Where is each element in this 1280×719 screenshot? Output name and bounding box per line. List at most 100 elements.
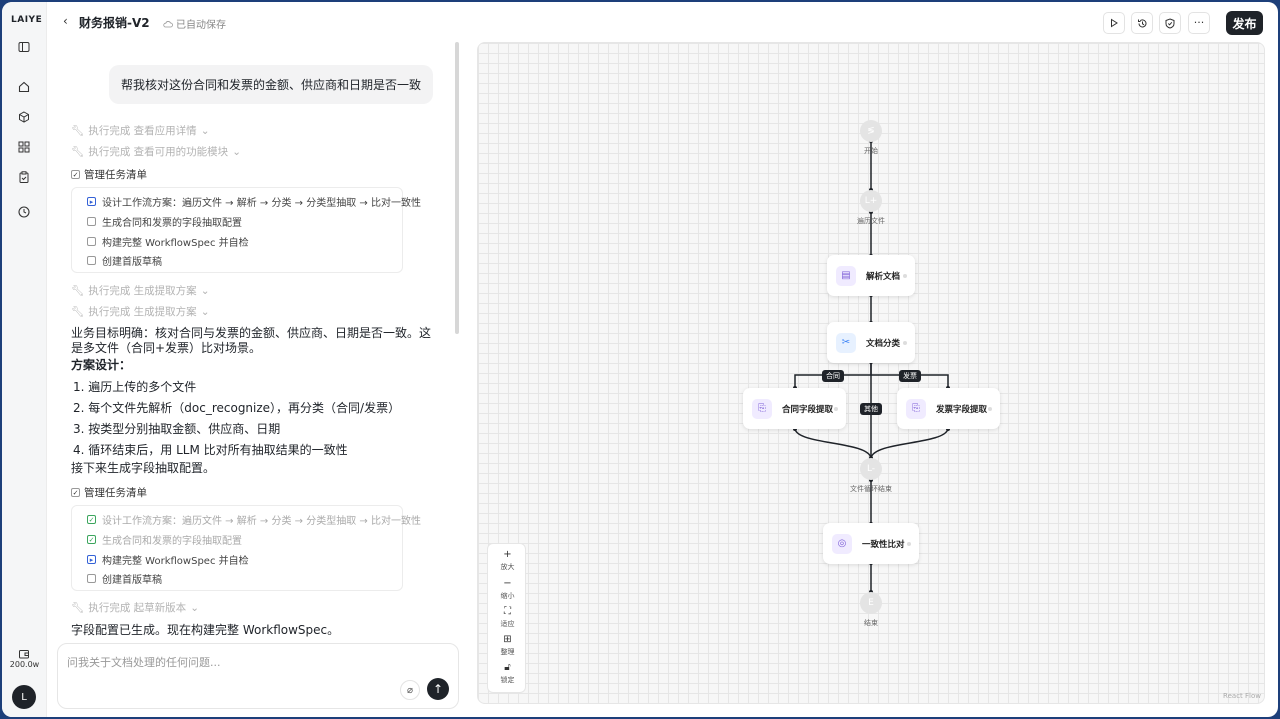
tool-call-label: 执行完成 起草新版本 (88, 602, 187, 614)
task-list: ▸ 设计工作流方案：遍历文件 → 解析 → 分类 → 分类型抽取 → 比对一致性… (71, 187, 421, 273)
node-handle[interactable] (903, 341, 907, 345)
loop-start-node[interactable]: L+ (860, 190, 882, 212)
task-label: 构建完整 WorkflowSpec 并自检 (102, 556, 249, 567)
send-button[interactable]: ↑ (427, 678, 449, 700)
loop-start-label: 遍历文件 (857, 217, 885, 225)
lock-button[interactable]: 🔓︎ 锁定 (488, 663, 527, 685)
zoom-out-button[interactable]: − 缩小 (488, 579, 527, 601)
lock-label: 锁定 (500, 676, 515, 684)
arrange-button[interactable]: ⊞ 整理 (488, 635, 527, 657)
task-list-title: 管理任务清单 (84, 169, 147, 181)
tool-call-item[interactable]: 🔧︎ 执行完成 生成提取方案 ⌄ (71, 304, 210, 319)
zoom-controls: + 放大 − 缩小 ⛶ 适应 ⊞ 整理 🔓︎ 锁定 (487, 543, 526, 693)
tool-call-item[interactable]: 🔧︎ 执行完成 起草新版本 ⌄ (71, 600, 199, 615)
checkbox-icon: ✓ (71, 170, 80, 179)
chevron-down-icon: ⌄ (200, 284, 210, 297)
contract-extract-node[interactable]: ⎘ 合同字段提取 (743, 388, 846, 429)
lock-icon: 🔓︎ (504, 662, 511, 673)
end-node[interactable]: E (860, 592, 882, 614)
task-item: ▸ 构建完整 WorkflowSpec 并自检 (87, 552, 249, 567)
chevron-down-icon: ⌄ (190, 601, 199, 614)
minus-icon: − (503, 578, 512, 589)
start-node-label: 开始 (864, 147, 878, 155)
clock-icon[interactable] (16, 204, 32, 220)
wrench-icon: 🔧︎ (71, 306, 85, 318)
loop-end-node[interactable]: L- (860, 458, 882, 480)
back-icon[interactable]: ‹ (63, 14, 68, 28)
home-icon[interactable] (16, 79, 32, 95)
node-label: 合同字段提取 (782, 404, 834, 415)
node-handle[interactable] (834, 407, 838, 411)
arrange-label: 整理 (500, 648, 515, 656)
chevron-down-icon: ⌄ (200, 305, 210, 318)
more-icon: ··· (1193, 16, 1205, 29)
tool-call-label: 执行完成 查看可用的功能模块 (88, 146, 229, 158)
history-icon (1137, 18, 1146, 27)
branch-tag-contract: 合同 (822, 370, 844, 382)
wallet-icon[interactable] (16, 646, 32, 662)
fit-view-button[interactable]: ⛶ 适应 (488, 607, 527, 629)
page-title: 财务报销-V2 (79, 16, 150, 30)
task-label: 构建完整 WorkflowSpec 并自检 (102, 238, 249, 249)
node-label: 发票字段提取 (936, 404, 988, 415)
left-rail: LAIYE 200.0w L (2, 2, 47, 717)
chevron-down-icon: ⌄ (232, 145, 241, 158)
workflow-canvas[interactable]: ≶ 开始 L+ 遍历文件 ▤ 解析文档 ✂ 文档分类 合同 发票 其他 ⎘ 合同… (477, 42, 1265, 704)
credits-balance: 200.0w (9, 660, 40, 669)
security-button[interactable] (1159, 12, 1181, 34)
node-handle[interactable] (907, 542, 911, 546)
assistant-next-text: 接下来生成字段抽取配置。 (71, 461, 216, 475)
node-handle[interactable] (903, 274, 907, 278)
autosave-status: 已自动保存 (163, 16, 226, 31)
end-node-label: 结束 (864, 619, 878, 627)
task-item: 生成合同和发票的字段抽取配置 (87, 214, 242, 229)
publish-button[interactable]: 发布 (1226, 11, 1263, 35)
checkbox-icon (87, 256, 96, 265)
task-item: 构建完整 WorkflowSpec 并自检 (87, 234, 249, 249)
avatar[interactable]: L (12, 685, 36, 709)
history-button[interactable] (1131, 12, 1153, 34)
cube-icon[interactable] (16, 109, 32, 125)
more-button[interactable]: ··· (1188, 12, 1210, 34)
task-item: ✓ 设计工作流方案：遍历文件 → 解析 → 分类 → 分类型抽取 → 比对一致性 (87, 512, 421, 527)
invoice-extract-node[interactable]: ⎘ 发票字段提取 (897, 388, 1000, 429)
chevron-down-icon: ⌄ (200, 124, 210, 137)
tool-call-item[interactable]: 🔧︎ 执行完成 查看可用的功能模块 ⌄ (71, 144, 241, 159)
node-label: 文档分类 (866, 338, 901, 349)
plan-step: 4. 循环结束后，用 LLM 比对所有抽取结果的一致性 (73, 443, 348, 457)
wrench-icon: 🔧︎ (71, 125, 85, 137)
tool-call-item[interactable]: 🔧︎ 执行完成 生成提取方案 ⌄ (71, 283, 210, 298)
chat-panel: 帮我核对这份合同和发票的金额、供应商和日期是否一致 🔧︎ 执行完成 查看应用详情… (47, 42, 465, 642)
zoom-in-button[interactable]: + 放大 (488, 550, 527, 572)
chat-input[interactable]: 问我关于文档处理的任何问题... (67, 656, 221, 669)
task-list: ✓ 设计工作流方案：遍历文件 → 解析 → 分类 → 分类型抽取 → 比对一致性… (71, 505, 421, 591)
sidebar-toggle-icon[interactable] (16, 39, 32, 55)
check-icon: ✓ (87, 515, 96, 524)
run-button[interactable] (1103, 12, 1125, 34)
tool-call-label: 执行完成 生成提取方案 (88, 285, 197, 297)
in-progress-icon: ▸ (87, 197, 96, 206)
checkbox-icon (87, 237, 96, 246)
task-item: ✓ 生成合同和发票的字段抽取配置 (87, 532, 242, 547)
attach-button[interactable]: ⌀ (400, 680, 420, 700)
plan-step: 3. 按类型分别抽取金额、供应商、日期 (73, 422, 281, 436)
task-label: 生成合同和发票的字段抽取配置 (102, 218, 242, 229)
check-icon: ✓ (87, 535, 96, 544)
node-handle[interactable] (988, 407, 992, 411)
autosave-label: 已自动保存 (176, 20, 226, 31)
tool-call-item[interactable]: 🔧︎ 执行完成 查看应用详情 ⌄ (71, 123, 210, 138)
chat-scrollbar[interactable] (455, 42, 459, 334)
checkbox-icon: ✓ (71, 488, 80, 497)
grid-icon: ⊞ (503, 634, 512, 645)
apps-icon[interactable] (16, 139, 32, 155)
start-node[interactable]: ≶ (860, 120, 882, 142)
parse-document-node[interactable]: ▤ 解析文档 (827, 255, 915, 296)
checkbox-icon (87, 574, 96, 583)
react-flow-attribution[interactable]: React Flow (1223, 692, 1261, 700)
plan-step: 1. 遍历上传的多个文件 (73, 380, 197, 394)
clipboard-icon[interactable] (16, 169, 32, 185)
plus-icon: + (503, 549, 512, 560)
classify-document-node[interactable]: ✂ 文档分类 (827, 322, 915, 363)
consistency-compare-node[interactable]: ◎ 一致性比对 (823, 523, 919, 564)
scissors-icon: ✂ (836, 332, 856, 353)
